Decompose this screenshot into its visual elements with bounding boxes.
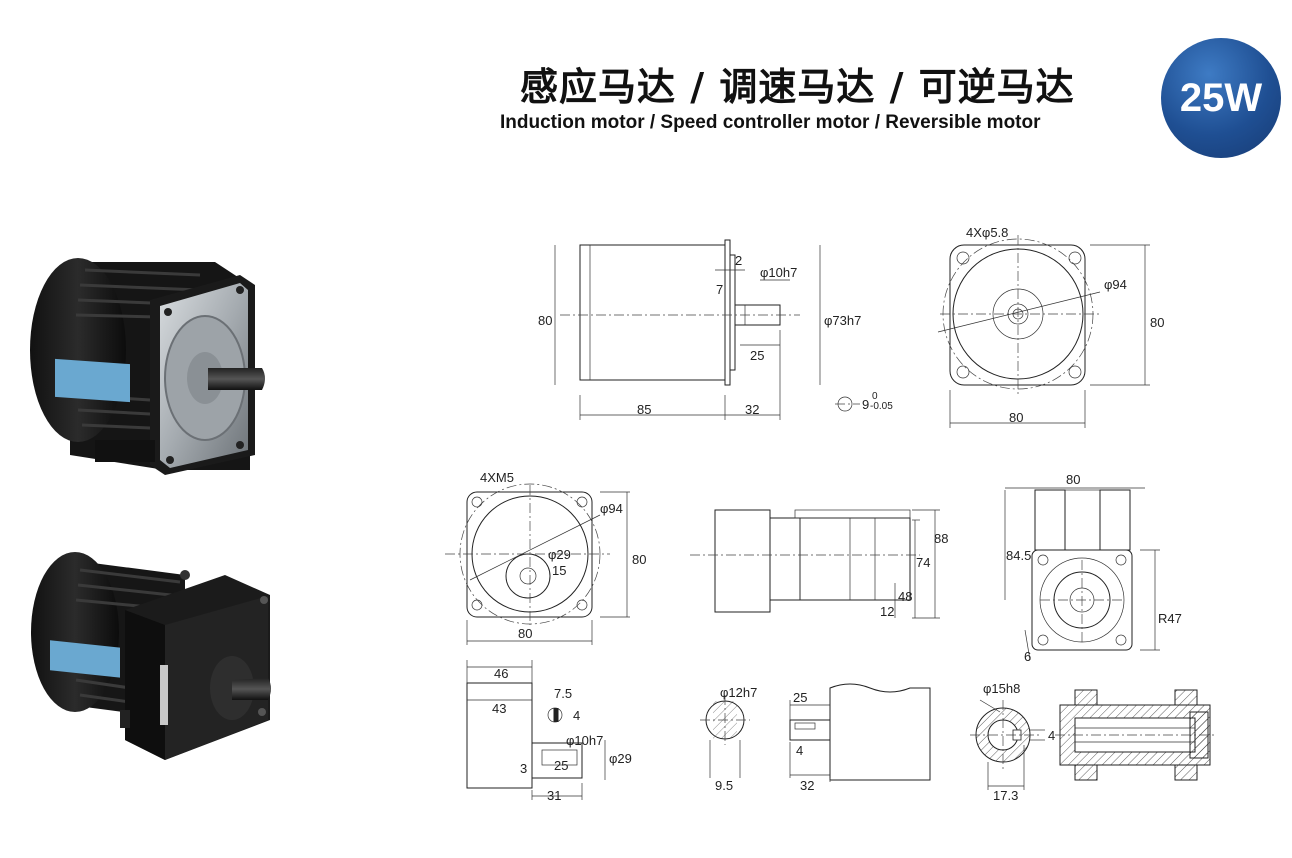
dim-17-3: 17.3 — [993, 788, 1018, 803]
dim-46: 46 — [494, 666, 508, 681]
dim-width: 80 — [518, 626, 532, 641]
drawing-gearhead-side: 88 74 48 12 — [690, 509, 948, 619]
dim-12: 12 — [880, 604, 894, 619]
dim-step-7: 7 — [716, 282, 723, 297]
dim-height: 80 — [1150, 315, 1164, 330]
dim-84-5: 84.5 — [1006, 548, 1031, 563]
drawing-shaft-a: 46 43 7.5 4 φ10h7 φ29 25 3 31 — [466, 660, 632, 803]
dim-6: 6 — [1024, 649, 1031, 664]
dim-key-tol-base: 9 — [862, 397, 869, 412]
dim-len-85: 85 — [637, 402, 651, 417]
dim-step-2: 2 — [735, 253, 742, 268]
dim-shaft-dia: φ10h7 — [760, 265, 797, 280]
drawing-gearhead-rear: 80 84.5 R47 6 — [1004, 472, 1182, 664]
title-chinese: 感应马达 / 调速马达 / 可逆马达 — [520, 65, 1075, 109]
dim-12h7: φ12h7 — [720, 685, 757, 700]
dim-height: 80 — [632, 552, 646, 567]
dim-taps: 4XM5 — [480, 470, 514, 485]
dim-29: φ29 — [609, 751, 632, 766]
dim-3: 3 — [520, 761, 527, 776]
title-english: Induction motor / Speed controller motor… — [500, 112, 1041, 133]
dim-holes: 4Xφ5.8 — [966, 225, 1008, 240]
dim-radius: R47 — [1158, 611, 1182, 626]
dim-offset: 15 — [552, 563, 566, 578]
dim-4: 4 — [796, 743, 803, 758]
motor-photo-flange — [30, 258, 265, 475]
dim-25: 25 — [793, 690, 807, 705]
dim-10h7: φ10h7 — [566, 733, 603, 748]
dim-height-80: 80 — [538, 313, 552, 328]
power-badge-label: 25W — [1179, 75, 1263, 120]
dim-width: 80 — [1066, 472, 1080, 487]
dim-key-25: 25 — [750, 348, 764, 363]
dim-88: 88 — [934, 531, 948, 546]
drawing-side-view: 80 85 32 2 7 φ10h7 φ73h7 25 9 0 -0.05 — [538, 239, 893, 420]
dim-74: 74 — [916, 555, 930, 570]
dim-25: 25 — [554, 758, 568, 773]
drawing-shaft-c: φ15h8 4 17.3 — [970, 681, 1055, 803]
dim-9-5: 9.5 — [715, 778, 733, 793]
drawing-front-view: 4Xφ5.8 φ94 80 80 — [937, 225, 1164, 428]
motor-photo-gearhead — [31, 552, 271, 760]
dim-pcd: φ94 — [600, 501, 623, 516]
drawing-gearhead-front: 4XM5 φ94 φ29 15 80 80 — [445, 470, 646, 645]
drawing-shaft-b: φ12h7 25 4 9.5 32 — [700, 683, 931, 793]
drawing-gear-section — [1055, 689, 1215, 781]
dim-pcd: φ94 — [1104, 277, 1127, 292]
dim-48: 48 — [898, 589, 912, 604]
dim-43: 43 — [492, 701, 506, 716]
dim-boss: φ29 — [548, 547, 571, 562]
dim-4: 4 — [1048, 728, 1055, 743]
dim-4: 4 — [573, 708, 580, 723]
dim-pilot-dia: φ73h7 — [824, 313, 861, 328]
dim-7-5: 7.5 — [554, 686, 572, 701]
dim-15h8: φ15h8 — [983, 681, 1020, 696]
dim-len-32: 32 — [745, 402, 759, 417]
power-badge: 25W — [1161, 38, 1281, 158]
dim-32: 32 — [800, 778, 814, 793]
dim-key-tol-lower: -0.05 — [870, 401, 893, 412]
dim-key-tol-upper: 0 — [872, 391, 878, 402]
dim-31: 31 — [547, 788, 561, 803]
dim-width: 80 — [1009, 410, 1023, 425]
